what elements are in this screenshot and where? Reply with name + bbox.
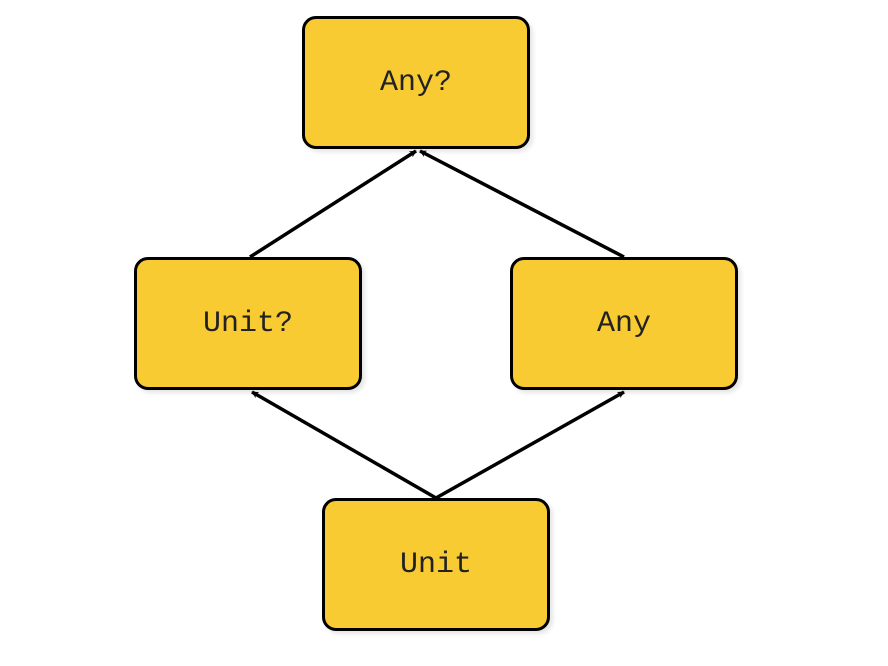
edge-any-to-anyq [419, 149, 625, 259]
node-label: Any? [379, 65, 452, 100]
node-label: Any [596, 306, 651, 341]
node-unit: Unit [322, 498, 550, 631]
edge-unit-to-unitq [251, 390, 437, 500]
edge-unit-to-any [435, 390, 625, 500]
node-label: Unit [399, 547, 472, 582]
node-label: Unit? [202, 306, 293, 341]
node-unit-nullable: Unit? [134, 257, 362, 390]
node-any-nullable: Any? [302, 16, 530, 149]
edge-unitq-to-anyq [249, 149, 417, 259]
node-any: Any [510, 257, 738, 390]
